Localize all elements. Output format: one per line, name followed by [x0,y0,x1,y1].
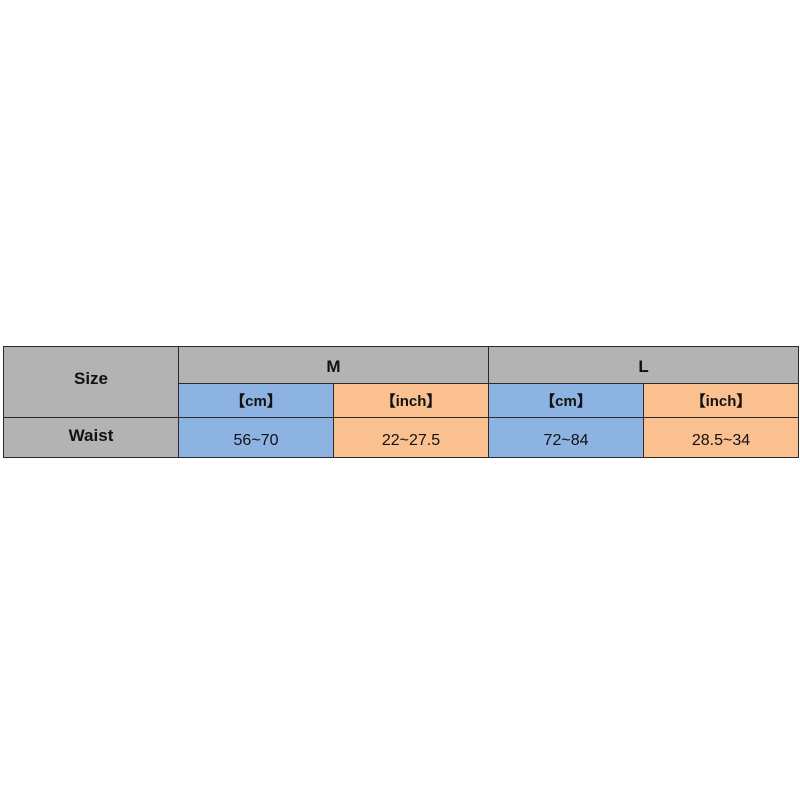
waist-label: Waist [3,417,179,458]
l-cm-unit: 【cm】 [488,383,645,418]
l-waist-cm: 72~84 [488,417,645,458]
waist-row: Waist 56~70 22~27.5 72~84 28.5~34 [3,417,800,458]
m-inch-unit: 【inch】 [332,383,490,418]
l-waist-inch: 28.5~34 [643,417,800,458]
size-l-header: L [488,346,800,384]
unit-row: 【cm】 【inch】 【cm】 【inch】 [4,383,800,418]
table-header-row: Size M L [3,346,800,418]
m-waist-cm: 56~70 [178,417,334,458]
size-chart-table: Size M L 【cm】 【inch】 【cm】 【inch】 Waist 5… [3,346,800,458]
size-m-header: M [177,346,490,384]
size-header-cell: Size [3,346,179,418]
m-waist-inch: 22~27.5 [332,417,490,458]
l-inch-unit: 【inch】 [643,383,800,418]
m-cm-unit: 【cm】 [178,383,334,418]
